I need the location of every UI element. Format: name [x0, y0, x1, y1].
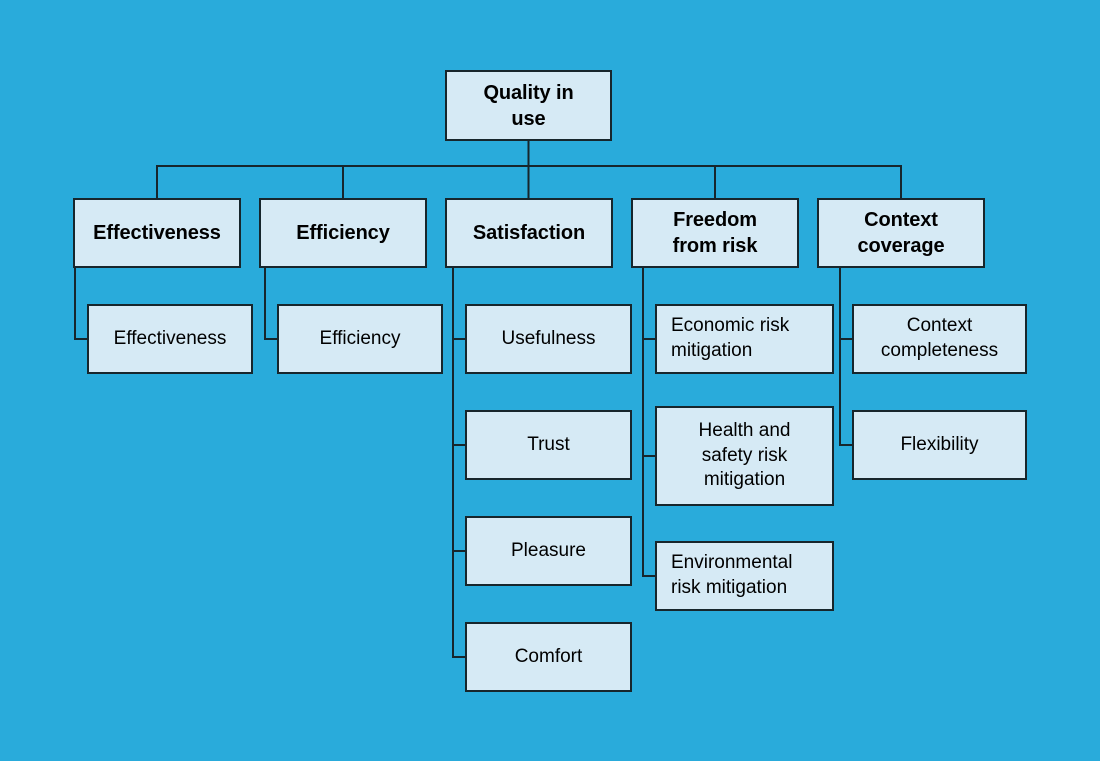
node-effectiveness[interactable]: Effectiveness — [73, 198, 241, 268]
node-label: Satisfaction — [472, 222, 586, 244]
node-label: Comfort — [514, 645, 583, 667]
node-usefulness[interactable]: Usefulness — [465, 304, 632, 374]
node-efficiency-leaf[interactable]: Efficiency — [277, 304, 443, 374]
node-label: Effectiveness — [93, 222, 221, 244]
node-label: Environmental risk mitigation — [671, 552, 793, 598]
node-label: Context completeness — [880, 315, 999, 361]
node-trust[interactable]: Trust — [465, 410, 632, 480]
node-effectiveness-leaf[interactable]: Effectiveness — [87, 304, 253, 374]
node-pleasure[interactable]: Pleasure — [465, 516, 632, 586]
node-label: Quality in use — [483, 81, 574, 130]
node-label: Efficiency — [296, 222, 390, 244]
node-freedom-from-risk[interactable]: Freedom from risk — [631, 198, 799, 268]
node-flexibility[interactable]: Flexibility — [852, 410, 1027, 480]
node-health-safety-risk-mitigation[interactable]: Health and safety risk mitigation — [655, 406, 834, 506]
node-satisfaction[interactable]: Satisfaction — [445, 198, 613, 268]
node-label: Effectiveness — [113, 327, 227, 349]
node-label: Efficiency — [319, 327, 401, 349]
node-label: Trust — [527, 433, 570, 455]
node-environmental-risk-mitigation[interactable]: Environmental risk mitigation — [655, 541, 834, 611]
node-comfort[interactable]: Comfort — [465, 622, 632, 692]
node-context-completeness[interactable]: Context completeness — [852, 304, 1027, 374]
node-economic-risk-mitigation[interactable]: Economic risk mitigation — [655, 304, 834, 374]
node-context-coverage[interactable]: Context coverage — [817, 198, 985, 268]
node-label: Economic risk mitigation — [671, 315, 790, 361]
node-label: Context coverage — [857, 209, 945, 257]
node-label: Freedom from risk — [672, 209, 758, 257]
node-label: Usefulness — [501, 327, 596, 349]
node-quality-in-use[interactable]: Quality in use — [445, 70, 612, 141]
node-label: Pleasure — [511, 539, 586, 561]
node-label: Health and safety risk mitigation — [698, 419, 791, 491]
node-efficiency[interactable]: Efficiency — [259, 198, 427, 268]
node-label: Flexibility — [900, 433, 979, 455]
